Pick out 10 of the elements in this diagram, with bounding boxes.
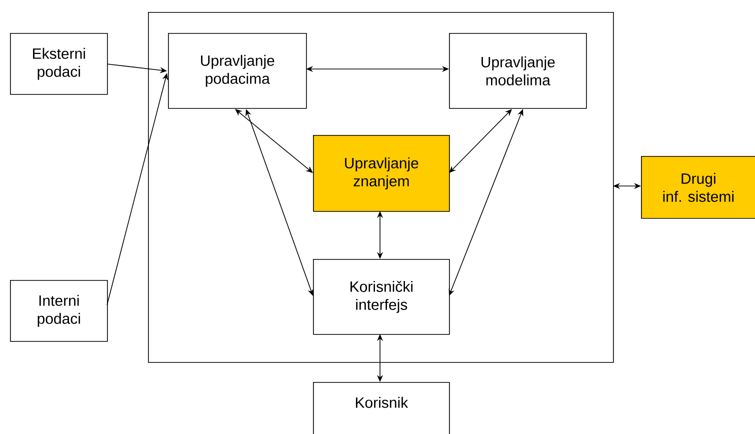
process-box: Upravljanje podacima [168,33,307,109]
process-box: Korisnik [313,382,450,434]
process-box: Interni podaci [10,280,108,342]
process-box: Upravljanje modelima [449,33,587,109]
process-box: Upravljanje znanjem [313,135,450,212]
arrow [449,109,512,173]
arrow [235,109,313,173]
process-box: Korisnički interfejs [313,259,450,335]
process-box: Drugi inf. sistemi [641,156,755,219]
process-box: Eksterni podaci [10,33,108,95]
